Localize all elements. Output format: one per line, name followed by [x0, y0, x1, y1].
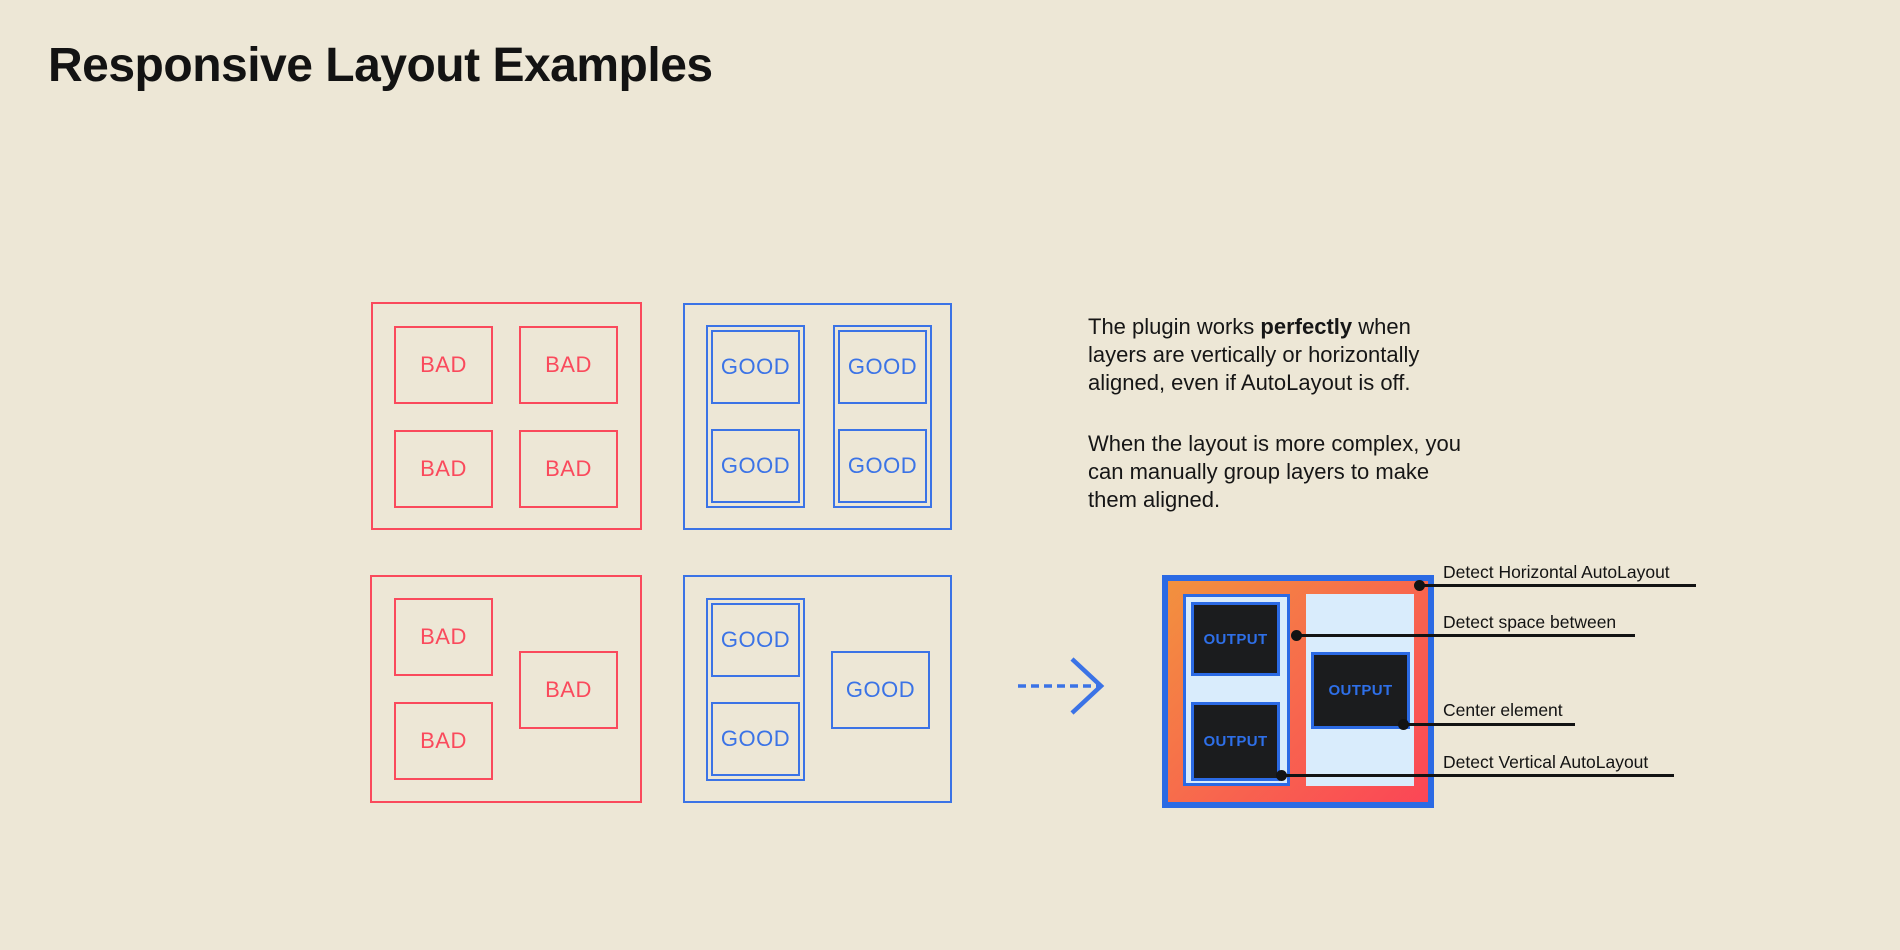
good-box: GOOD: [711, 603, 800, 677]
description-line: When the layout is more complex, you: [1088, 431, 1461, 456]
good-box: GOOD: [711, 330, 800, 404]
bad-box: BAD: [519, 430, 618, 508]
good-box: GOOD: [838, 330, 927, 404]
output-right-panel: OUTPUT: [1306, 594, 1414, 786]
good-column: GOOD GOOD: [706, 598, 805, 781]
description-line: can manually group layers to make: [1088, 459, 1430, 484]
good-box: GOOD: [711, 702, 800, 776]
bad-scattered-group: BAD BAD BAD: [370, 575, 642, 803]
description-line: them aligned.: [1088, 487, 1221, 512]
description-line: The plugin works perfectly when: [1088, 313, 1461, 341]
good-grouped-group: GOOD GOOD GOOD: [683, 575, 952, 803]
page-title: Responsive Layout Examples: [48, 39, 713, 92]
annotation-dot: [1398, 719, 1409, 730]
description-text: when: [1352, 314, 1411, 339]
bad-box: BAD: [519, 326, 618, 404]
annotation-label: Detect Horizontal AutoLayout: [1443, 562, 1670, 582]
output-center-box: OUTPUT: [1311, 652, 1410, 729]
annotation-dot: [1276, 770, 1287, 781]
annotation-line: [1297, 634, 1635, 637]
output-box: OUTPUT: [1191, 702, 1280, 781]
annotation-label: Detect Vertical AutoLayout: [1443, 752, 1649, 772]
bad-box: BAD: [394, 702, 493, 780]
bad-box: BAD: [519, 651, 618, 729]
description-paragraph: The plugin works perfectly when layers a…: [1088, 313, 1461, 397]
annotation-line: [1282, 774, 1674, 777]
annotation-label: Center element: [1443, 700, 1563, 720]
good-column: GOOD GOOD: [833, 325, 932, 508]
bad-box: BAD: [394, 430, 493, 508]
good-box: GOOD: [831, 651, 930, 729]
description-line: aligned, even if AutoLayout is off.: [1088, 370, 1411, 395]
annotation-line: [1420, 584, 1696, 587]
output-frame: OUTPUT OUTPUT OUTPUT: [1162, 575, 1434, 808]
description-text-bold: perfectly: [1260, 314, 1353, 339]
bad-grid-group: BAD BAD BAD BAD: [371, 302, 642, 530]
description-line: layers are vertically or horizontally: [1088, 342, 1420, 367]
annotation-line: [1404, 723, 1575, 726]
description-block: The plugin works perfectly when layers a…: [1088, 313, 1461, 514]
output-box: OUTPUT: [1191, 602, 1280, 676]
annotation-label: Detect space between: [1443, 612, 1617, 632]
good-box: GOOD: [838, 429, 927, 503]
bad-box: BAD: [394, 326, 493, 404]
good-box: GOOD: [711, 429, 800, 503]
bad-box: BAD: [394, 598, 493, 676]
arrow-icon: [1018, 657, 1105, 715]
good-column: GOOD GOOD: [706, 325, 805, 508]
annotation-dot: [1291, 630, 1302, 641]
good-grid-group: GOOD GOOD GOOD GOOD: [683, 303, 952, 530]
annotation-dot: [1414, 580, 1425, 591]
description-text: The plugin works: [1088, 314, 1261, 339]
description-paragraph: When the layout is more complex, you can…: [1088, 430, 1461, 514]
output-left-column: OUTPUT OUTPUT: [1183, 594, 1290, 786]
